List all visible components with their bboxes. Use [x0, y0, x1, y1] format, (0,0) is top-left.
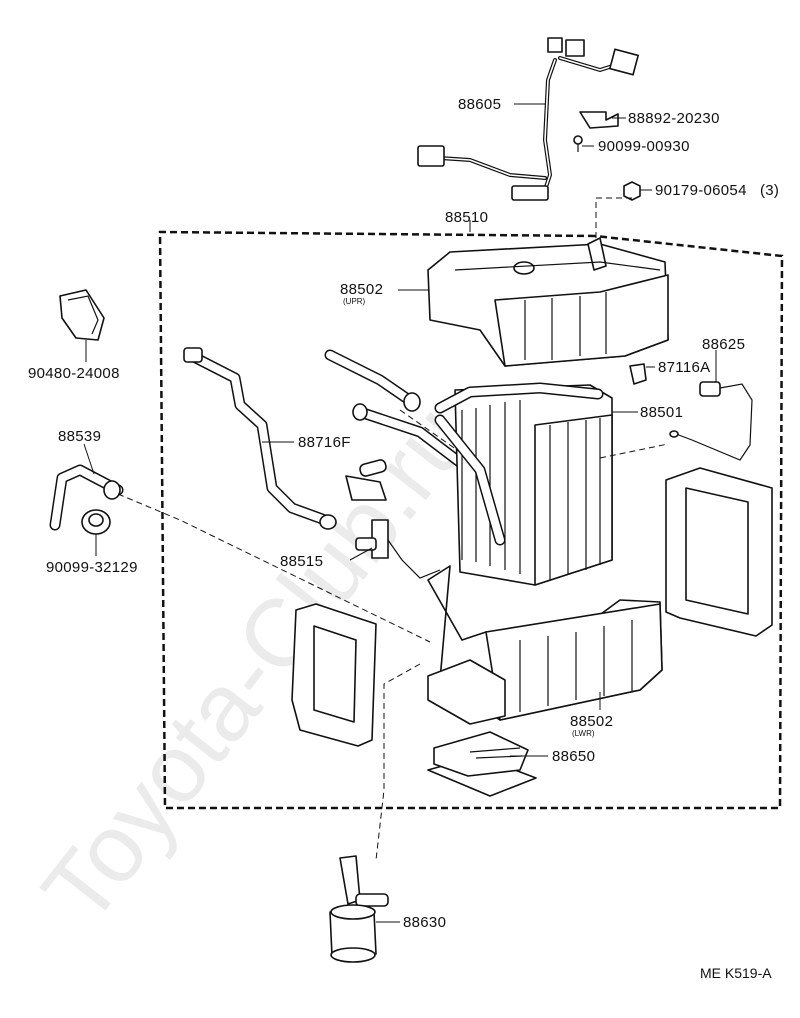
label-88605: 88605: [458, 96, 501, 113]
expansion-valve-part: [355, 519, 441, 579]
label-88502-lwr-sub: (LWR): [572, 729, 595, 738]
label-90179-06054-qty: (3): [760, 182, 779, 199]
thermistor-part: [669, 381, 753, 461]
label-88539: 88539: [58, 428, 101, 445]
tube-part: [183, 347, 337, 530]
left-seal-part: [291, 603, 377, 747]
label-90480-24008: 90480-24008: [28, 365, 120, 382]
right-seal-part: [665, 467, 773, 637]
label-90179-06054: 90179-06054: [655, 182, 747, 199]
evaporator-part: [434, 382, 613, 586]
reference-lines: [117, 197, 669, 861]
wire-harness: [417, 37, 639, 201]
upper-case-part: [427, 237, 669, 367]
drain-hose-part: [49, 464, 124, 531]
label-88502-upr-sub: (UPR): [343, 297, 366, 306]
screw-part: [573, 135, 583, 152]
label-88716F: 88716F: [298, 434, 351, 451]
label-88625: 88625: [702, 336, 745, 353]
label-88650: 88650: [552, 748, 595, 765]
label-90099-32129: 90099-32129: [46, 559, 138, 576]
grommet-part: [81, 509, 111, 535]
evaporator-hoses: [324, 349, 476, 476]
plug-part: [59, 289, 105, 341]
leader-lines: [83, 103, 717, 923]
lower-case-part: [427, 565, 663, 725]
diagram-reference: ME K519-A: [700, 965, 772, 981]
label-88515: 88515: [280, 553, 323, 570]
label-88510: 88510: [445, 209, 488, 226]
fittings: [345, 459, 387, 501]
amplifier-part: [427, 731, 537, 797]
label-88892-20230: 88892-20230: [628, 110, 720, 127]
label-88501: 88501: [640, 404, 683, 421]
clamp-part: [579, 111, 619, 129]
nut-part: [623, 181, 641, 201]
label-87116A: 87116A: [658, 359, 710, 376]
holder-part: [629, 363, 647, 385]
label-88630: 88630: [403, 914, 446, 931]
switch-part: [329, 855, 389, 963]
label-88502-lwr: 88502: [570, 713, 613, 730]
label-88502-upr: 88502: [340, 281, 383, 298]
part-labels: 88605 88892-20230 90099-00930 90179-0605…: [28, 96, 779, 981]
label-90099-00930: 90099-00930: [598, 138, 690, 155]
